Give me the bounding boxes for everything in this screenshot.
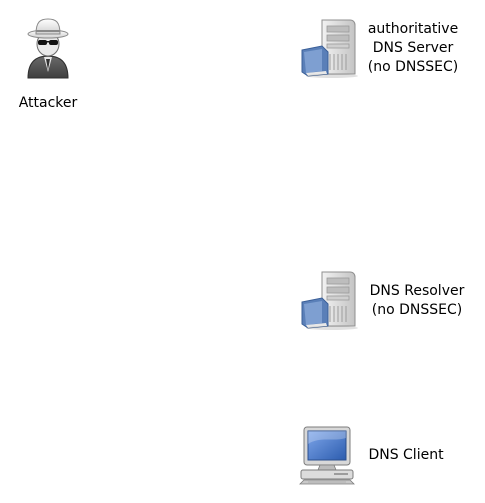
attacker-label: Attacker <box>18 95 78 111</box>
auth-server-label: authoritative DNS Server (no DNSSEC) <box>367 21 459 75</box>
server-tower-icon <box>301 19 358 78</box>
resolver-label: DNS Resolver (no DNSSEC) <box>369 283 465 318</box>
server-tower-icon <box>301 271 358 330</box>
client-label: DNS Client <box>368 447 444 463</box>
spy-attacker-icon <box>27 18 69 79</box>
desktop-computer-icon <box>299 426 355 485</box>
